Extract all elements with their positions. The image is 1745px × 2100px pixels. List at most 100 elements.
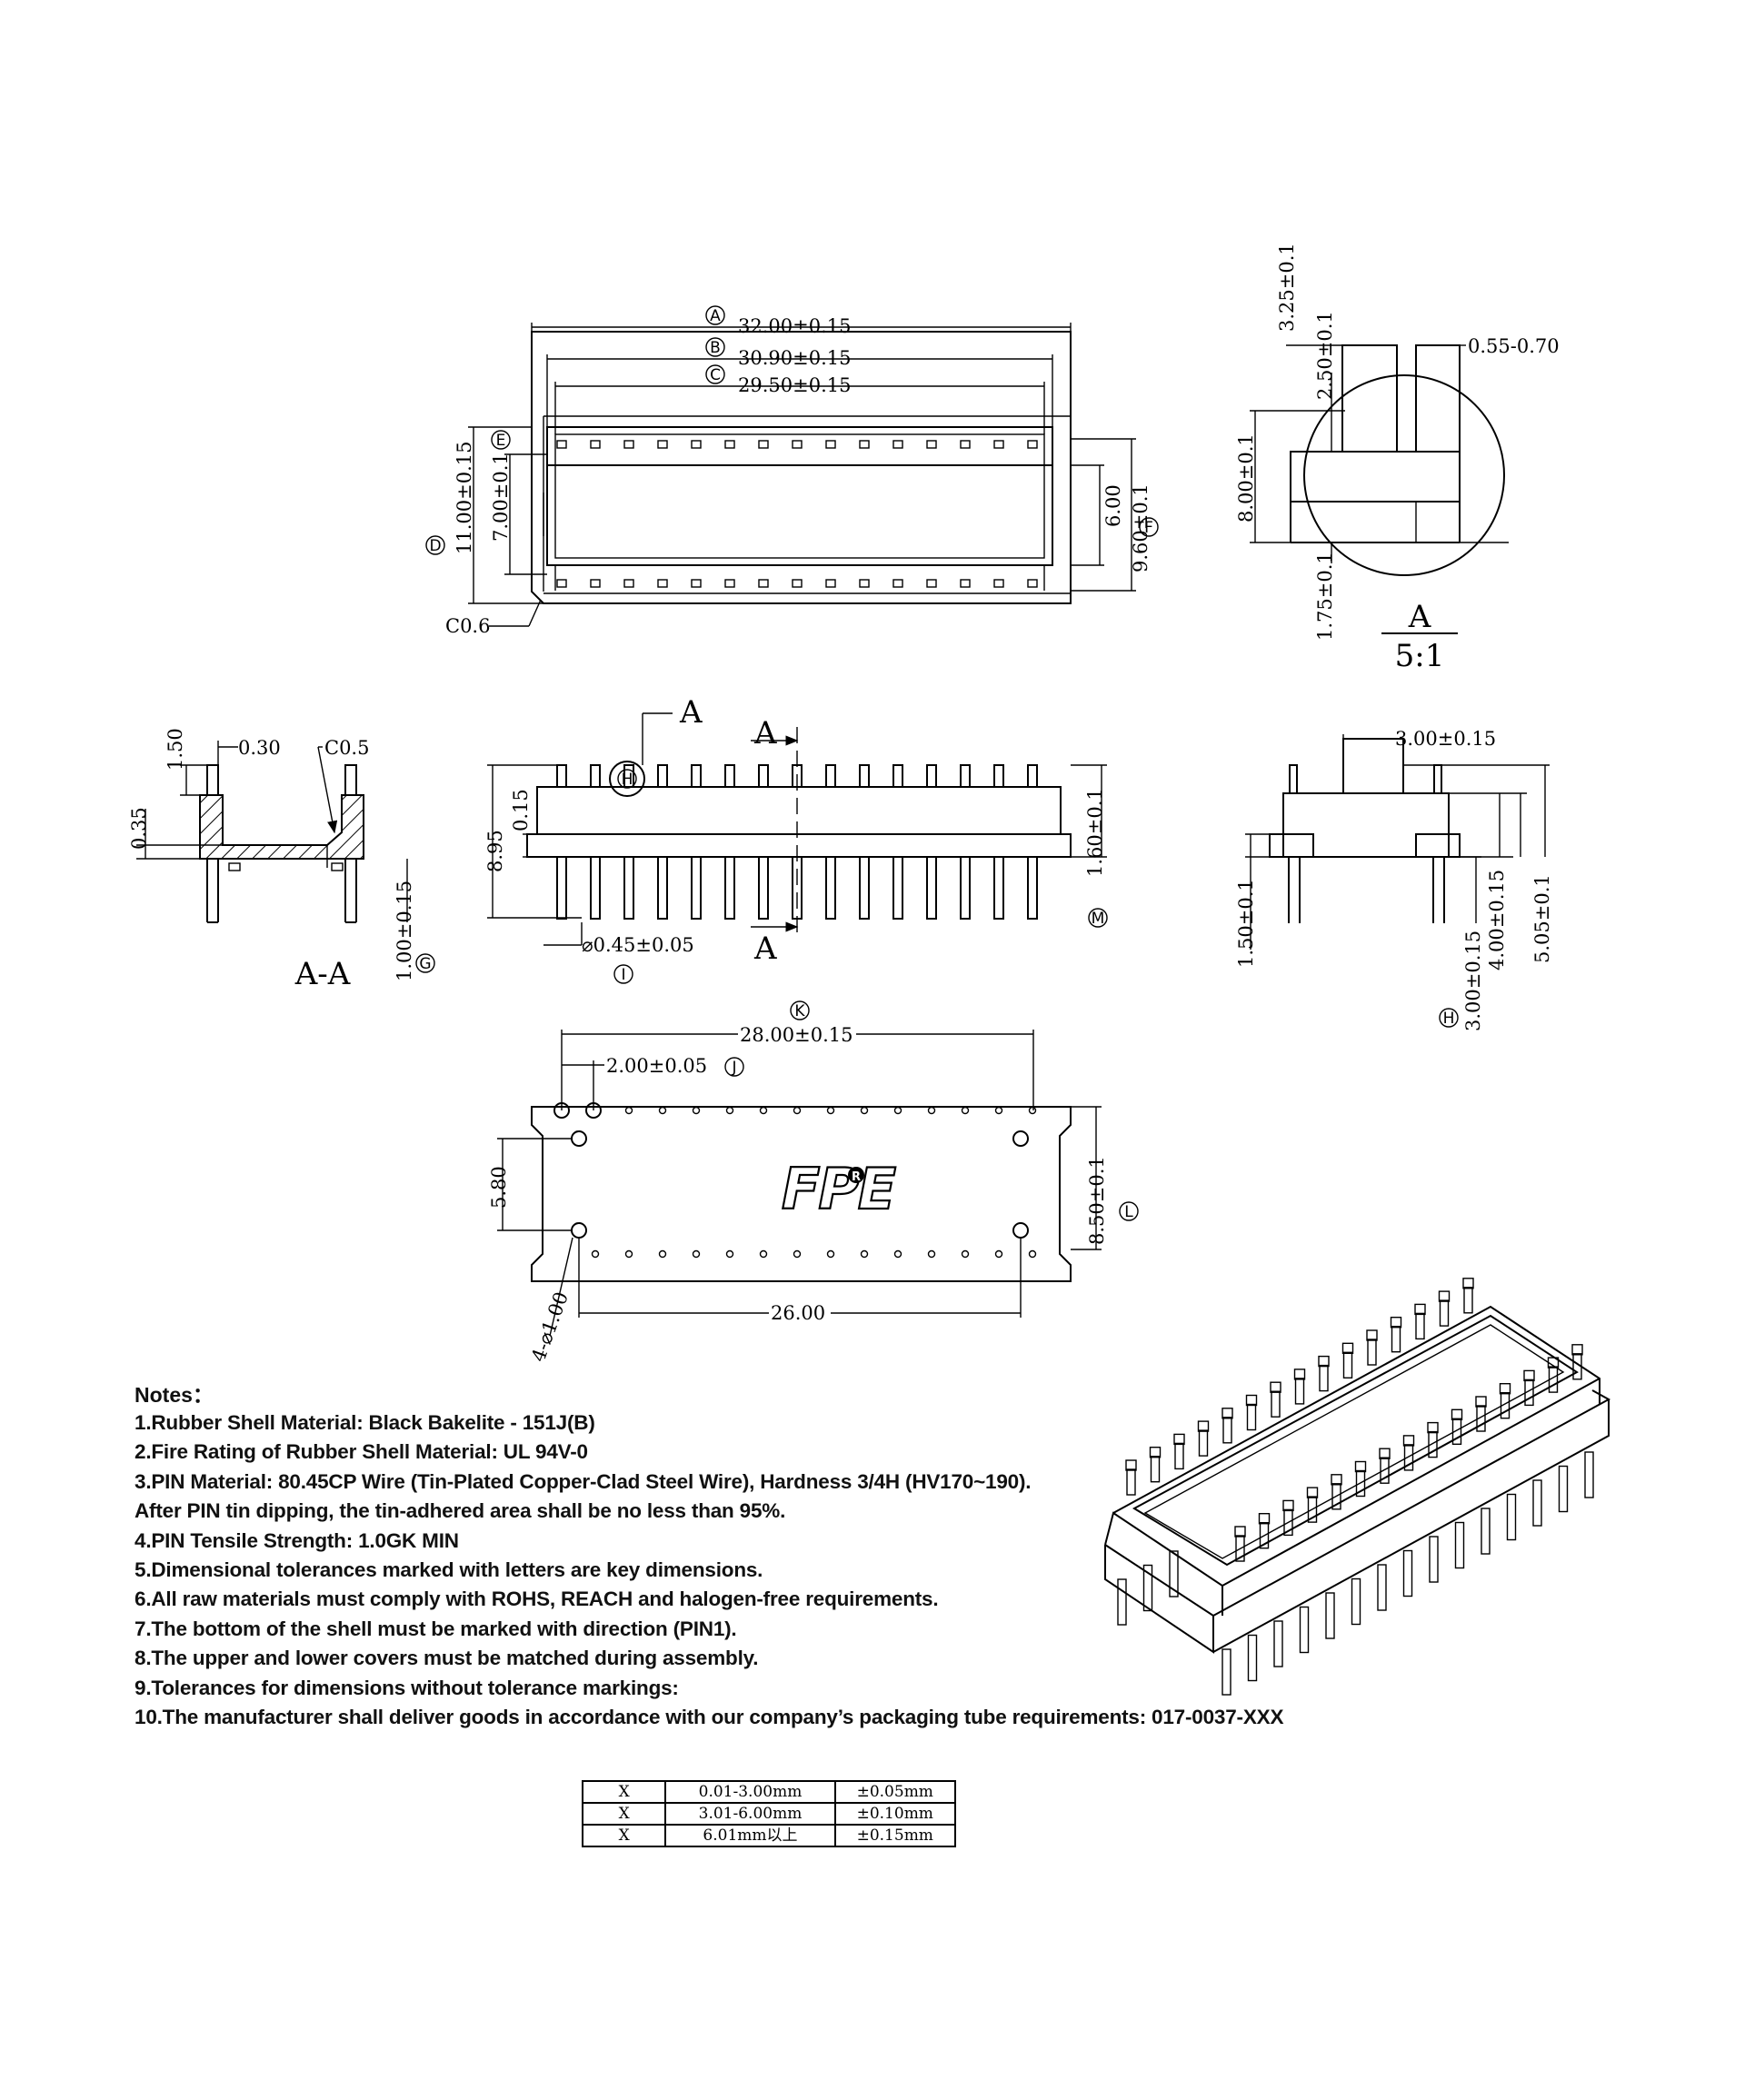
iso-pin-head — [1270, 1381, 1281, 1393]
pin-leg — [590, 856, 601, 920]
note-item: 7.The bottom of the shell must be marked… — [135, 1617, 737, 1640]
tag-circle-i — [613, 964, 633, 984]
side-dim-left: 1.50±0.1 — [1235, 879, 1257, 968]
front-dim-pin: ⌀0.45±0.05 — [582, 934, 694, 956]
note-item: After PIN tin dipping, the tin-adhered a… — [135, 1499, 786, 1523]
tag-i: I — [621, 966, 625, 984]
pin-hole — [860, 1249, 869, 1259]
table-cell: 0.01-3.00mm — [664, 1780, 836, 1804]
front-dim-m: 1.60±0.1 — [1084, 788, 1106, 877]
iso-pin-head — [1149, 1446, 1162, 1458]
dim-f: 9.60±0.1 — [1130, 483, 1152, 572]
tag-circle-f — [1139, 517, 1159, 537]
iso-pin — [1174, 1442, 1184, 1470]
section-mark-bottom: A — [753, 931, 777, 967]
iso-pin-head — [1379, 1448, 1391, 1459]
pin-pad — [892, 579, 903, 588]
pin-pad — [691, 440, 702, 449]
isometric-back-pins — [1125, 1278, 1474, 1496]
brand-logo: FPE — [782, 1156, 896, 1222]
pin-pad — [724, 579, 735, 588]
iso-pin-head — [1523, 1369, 1535, 1382]
iso-leg — [1402, 1549, 1413, 1597]
side-dim-3: 5.05±0.1 — [1531, 874, 1553, 963]
detail-dim-2: 2.50±0.1 — [1314, 311, 1336, 400]
section-dim-2: 0.30 — [238, 737, 281, 759]
iso-pin — [1415, 1312, 1425, 1340]
pin-pad — [926, 579, 937, 588]
table-row: X 6.01mm以上 ±0.15mm — [581, 1824, 957, 1847]
iso-pin-head — [1173, 1433, 1185, 1446]
tag-circle-h2 — [1439, 1008, 1459, 1028]
pin-pad — [556, 579, 567, 588]
iso-pin-head — [1475, 1396, 1487, 1408]
tag-c: C — [710, 366, 721, 384]
note-item: 4.PIN Tensile Strength: 1.0GK MIN — [135, 1528, 459, 1552]
side-dim-top: 3.00±0.15 — [1395, 728, 1496, 750]
pin-leg — [758, 856, 769, 920]
note-item: 9.Tolerances for dimensions without tole… — [135, 1676, 679, 1699]
bottom-pin-holes — [553, 1102, 1037, 1259]
tag-k: K — [794, 1002, 805, 1020]
pin-leg — [691, 856, 702, 920]
note-item: 3.PIN Material: 80.45CP Wire (Tin-Plated… — [135, 1469, 1032, 1493]
iso-pin — [1319, 1364, 1329, 1392]
pin-hole — [624, 1106, 633, 1115]
pin-pad — [993, 579, 1004, 588]
pin-hole — [658, 1249, 667, 1259]
iso-pin — [1235, 1535, 1245, 1562]
pin-stub — [892, 764, 903, 788]
iso-pin — [1524, 1378, 1534, 1407]
tag-d: D — [429, 537, 441, 555]
pin-hole — [591, 1249, 600, 1259]
section-label: A-A — [294, 956, 351, 992]
dim-b: 30.90±0.15 — [738, 347, 851, 369]
pin-pad — [859, 440, 870, 449]
table-cell: X — [581, 1780, 667, 1804]
side-dim-h: 3.00±0.15 — [1462, 931, 1484, 1031]
table-cell: ±0.15mm — [833, 1824, 957, 1847]
iso-pin-head — [1234, 1526, 1246, 1538]
pin-hole — [793, 1249, 802, 1259]
pin-stub — [960, 764, 971, 788]
iso-pin-head — [1341, 1342, 1354, 1355]
detail-a: 3.25±0.1 2.50±0.1 0.55-0.70 8.00±0.1 1.7… — [1235, 243, 1560, 674]
pin-pad — [758, 440, 769, 449]
pin-hole — [961, 1249, 970, 1259]
iso-pin — [1342, 1351, 1353, 1379]
tag-h: H — [622, 771, 633, 789]
iso-pin-head — [1258, 1512, 1271, 1525]
iso-pin-head — [1282, 1499, 1294, 1512]
iso-pin-head — [1331, 1474, 1342, 1486]
iso-pin — [1259, 1521, 1270, 1549]
iso-pin-head — [1318, 1355, 1330, 1368]
pin-hole — [893, 1249, 902, 1259]
iso-pin-head — [1125, 1459, 1137, 1471]
iso-leg — [1169, 1550, 1179, 1597]
tolerance-table: X 0.01-3.00mm ±0.05mm X 3.01-6.00mm ±0.1… — [581, 1780, 957, 1847]
pin-stub — [758, 764, 769, 788]
note-item: 8.The upper and lower covers must be mat… — [135, 1647, 759, 1670]
pin-hole — [961, 1106, 970, 1115]
pin-leg — [926, 856, 937, 920]
iso-pin — [1572, 1353, 1582, 1380]
iso-pin — [1548, 1366, 1559, 1393]
iso-pin — [1331, 1483, 1341, 1510]
iso-pin — [1222, 1417, 1232, 1444]
iso-pin — [1198, 1429, 1209, 1457]
pin-pad — [926, 440, 937, 449]
pin-leg — [993, 856, 1004, 920]
pin-stub — [859, 764, 870, 788]
front-view: A A A H 8.95 0.15 1.60±0.1 M ⌀0.45±0.05 … — [484, 694, 1108, 984]
iso-pin-head — [1571, 1344, 1583, 1356]
iso-leg — [1117, 1578, 1127, 1626]
tag-l: L — [1124, 1203, 1133, 1221]
tag-circle-a — [705, 305, 725, 325]
dim-d: 11.00±0.15 — [454, 442, 475, 554]
pin-stub — [657, 764, 668, 788]
iso-pin-head — [1197, 1420, 1210, 1432]
tag-circle-g — [415, 953, 435, 973]
iso-leg — [1142, 1564, 1153, 1612]
pin-hole — [793, 1106, 802, 1115]
iso-pin — [1380, 1457, 1390, 1484]
